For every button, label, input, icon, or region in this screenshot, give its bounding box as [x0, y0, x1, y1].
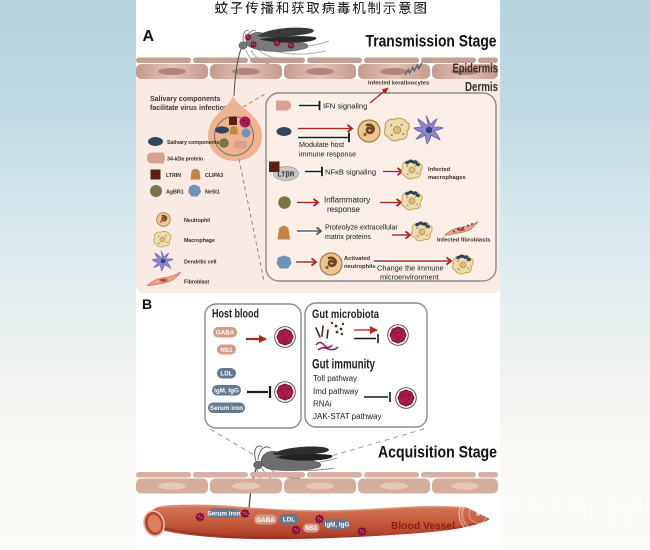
- svg-text:Gut immunity: Gut immunity: [312, 357, 375, 372]
- svg-text:Salivary components: Salivary components: [167, 140, 219, 146]
- svg-text:Gut microbiota: Gut microbiota: [312, 307, 379, 321]
- svg-text:B: B: [142, 296, 152, 312]
- svg-text:neutrophils: neutrophils: [344, 264, 376, 270]
- svg-text:JAK-STAT pathway: JAK-STAT pathway: [313, 412, 381, 421]
- svg-text:CLIPA3: CLIPA3: [205, 173, 223, 179]
- svg-text:Host blood: Host blood: [212, 307, 259, 321]
- svg-text:Salivary components: Salivary components: [150, 96, 221, 103]
- svg-text:GABA: GABA: [216, 329, 235, 336]
- svg-text:NS1: NS1: [220, 347, 233, 354]
- svg-text:IgM, IgG: IgM, IgG: [214, 387, 239, 394]
- svg-text:IFN signaling: IFN signaling: [323, 102, 367, 111]
- svg-text:Dermis: Dermis: [465, 80, 498, 94]
- svg-text:facilitate virus infection: facilitate virus infection: [150, 105, 228, 112]
- svg-text:Proteolyze extracellular: Proteolyze extracellular: [325, 225, 398, 232]
- svg-text:response: response: [327, 205, 360, 214]
- svg-text:Dendritic cell: Dendritic cell: [184, 260, 217, 266]
- svg-text:LTRIN: LTRIN: [166, 173, 181, 179]
- svg-text:NeSt1: NeSt1: [205, 190, 220, 196]
- svg-text:LDL: LDL: [220, 370, 232, 377]
- svg-text:Infected fibroblasts: Infected fibroblasts: [437, 238, 490, 244]
- svg-text:Change the immune: Change the immune: [377, 264, 444, 273]
- svg-text:LTβR: LTβR: [277, 171, 294, 178]
- svg-text:NFκB signaling: NFκB signaling: [325, 168, 376, 177]
- svg-text:IgM, IgG: IgM, IgG: [325, 521, 350, 528]
- svg-text:GABA: GABA: [256, 517, 275, 524]
- svg-text:Fibroblast: Fibroblast: [184, 280, 209, 286]
- svg-text:Infected: Infected: [428, 167, 451, 173]
- svg-text:NS1: NS1: [305, 525, 318, 532]
- svg-text:LDL: LDL: [283, 517, 295, 524]
- svg-text:Transmission Stage: Transmission Stage: [366, 32, 497, 50]
- svg-text:34-kDa protein: 34-kDa protein: [167, 157, 203, 163]
- svg-text:Imd pathway: Imd pathway: [313, 387, 358, 396]
- svg-text:Macrophage: Macrophage: [184, 238, 215, 244]
- svg-text:Acquisition Stage: Acquisition Stage: [378, 444, 497, 462]
- svg-text:Modulate host: Modulate host: [299, 140, 344, 149]
- svg-text:matrix proteins: matrix proteins: [325, 234, 371, 241]
- svg-text:immune response: immune response: [299, 150, 356, 159]
- svg-text:Toll pathway: Toll pathway: [313, 374, 357, 383]
- svg-text:Inflammatory: Inflammatory: [324, 196, 370, 205]
- svg-text:Blood Vessel: Blood Vessel: [391, 521, 455, 532]
- svg-text:RNAi: RNAi: [313, 400, 332, 409]
- svg-text:macrophages: macrophages: [428, 175, 466, 181]
- svg-text:Infected keratinocytes: Infected keratinocytes: [368, 81, 429, 87]
- svg-text:Activated: Activated: [344, 256, 371, 262]
- svg-text:microenvironment: microenvironment: [380, 273, 439, 282]
- svg-text:Epidermis: Epidermis: [453, 61, 499, 75]
- svg-text:Serum iron: Serum iron: [207, 510, 240, 517]
- svg-text:Neutrophil: Neutrophil: [184, 218, 211, 224]
- svg-text:A: A: [143, 28, 155, 45]
- svg-text:AgBR1: AgBR1: [166, 190, 184, 196]
- svg-text:Serum iron: Serum iron: [210, 405, 243, 412]
